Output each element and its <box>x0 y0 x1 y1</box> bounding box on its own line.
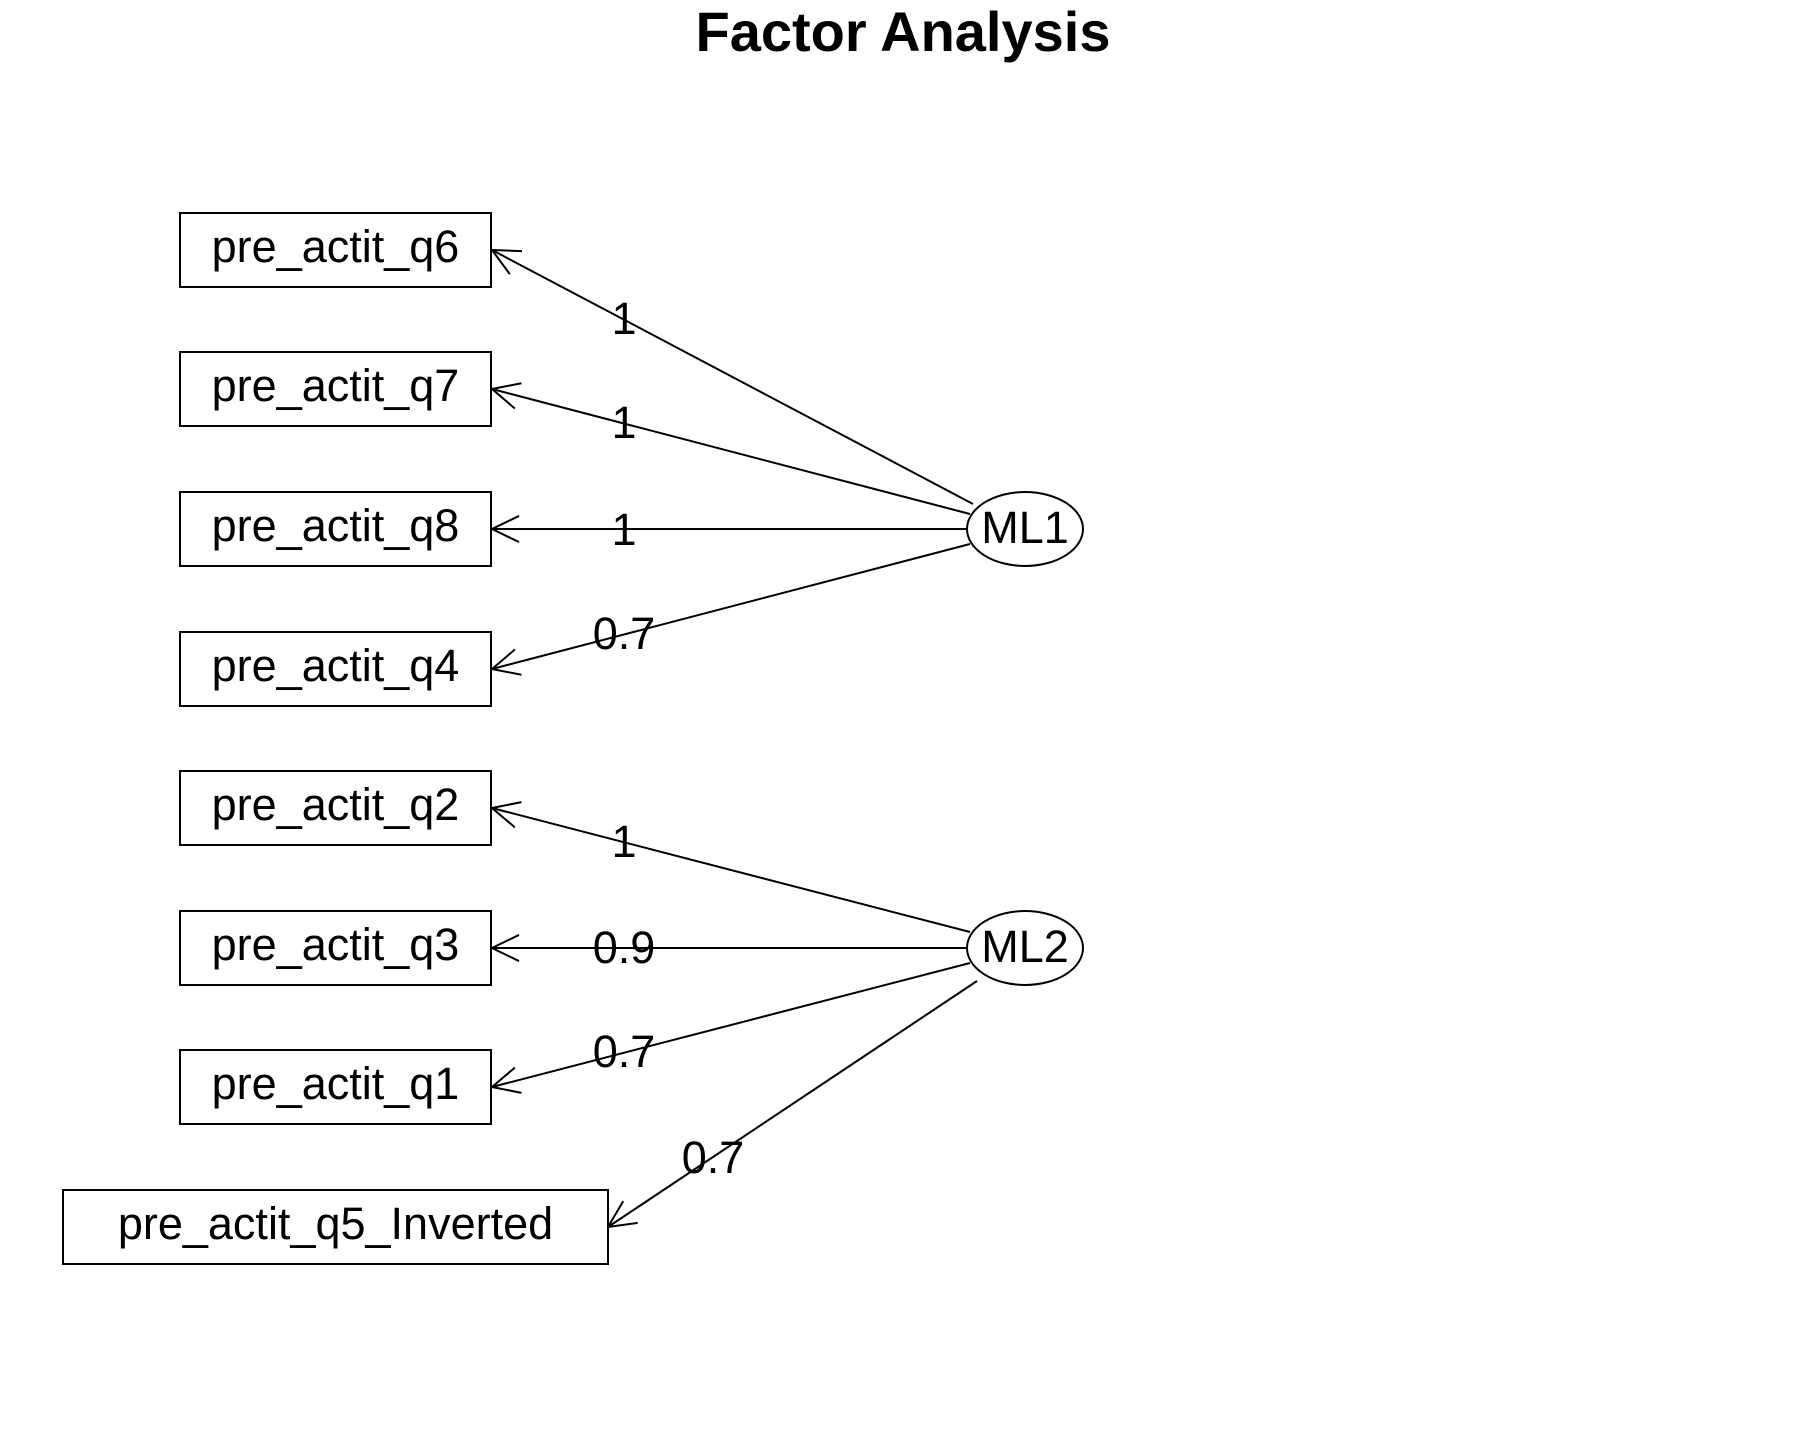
variable-label: pre_actit_q5_Inverted <box>118 1198 553 1249</box>
variable-box-q6: pre_actit_q6 <box>179 212 492 288</box>
loading-path-ml2-q1: 0.7 <box>489 962 971 1094</box>
path-line <box>491 249 974 505</box>
loading-path-ml2-q5: 0.7 <box>606 980 978 1229</box>
loading-label: 0.7 <box>593 608 656 659</box>
factor-node-ml1: ML1 <box>966 491 1084 567</box>
observed-variables: pre_actit_q6 pre_actit_q7 pre_actit_q8 pre_… <box>62 212 609 1265</box>
loading-label: 1 <box>611 397 636 448</box>
variable-box-border <box>62 1189 609 1265</box>
loading-path-ml1-q4: 0.7 <box>489 543 971 676</box>
loading-path-ml1-q8: 1 <box>489 504 967 555</box>
variable-box-q7: pre_actit_q7 <box>179 351 492 427</box>
factor-label: ML1 <box>981 502 1069 553</box>
factor-node-ml2: ML2 <box>966 910 1084 986</box>
factor-label: ML2 <box>981 921 1069 972</box>
variable-box-q8: pre_actit_q8 <box>179 491 492 567</box>
loading-path-ml2-q2: 1 <box>489 801 971 933</box>
variable-box-border <box>179 212 492 288</box>
path-line <box>491 807 971 933</box>
loading-label: 0.7 <box>593 1026 656 1077</box>
variable-label: pre_actit_q7 <box>212 360 460 411</box>
variable-box-q2: pre_actit_q2 <box>179 770 492 846</box>
variable-box-q1: pre_actit_q1 <box>179 1049 492 1125</box>
variable-label: pre_actit_q6 <box>212 221 460 272</box>
loading-label: 0.7 <box>682 1132 745 1183</box>
variable-box-border <box>179 491 492 567</box>
loading-label: 1 <box>611 293 636 344</box>
loading-paths: 1 1 1 0.7 1 0.9 0.7 0.7 <box>489 248 978 1229</box>
variable-label: pre_actit_q3 <box>212 919 460 970</box>
variable-box-border <box>179 631 492 707</box>
loading-label: 1 <box>611 816 636 867</box>
path-line <box>607 980 978 1228</box>
variable-label: pre_actit_q4 <box>212 640 460 691</box>
variable-box-q5: pre_actit_q5_Inverted <box>62 1189 609 1265</box>
factor-ellipse <box>966 491 1084 567</box>
variable-label: pre_actit_q8 <box>212 500 460 551</box>
loading-path-ml1-q7: 1 <box>489 382 971 515</box>
path-line <box>491 962 971 1088</box>
variable-box-border <box>179 351 492 427</box>
loading-label: 1 <box>611 504 636 555</box>
variable-label: pre_actit_q1 <box>212 1058 460 1109</box>
loading-label: 0.9 <box>593 922 656 973</box>
factor-ellipse <box>966 910 1084 986</box>
variable-box-q3: pre_actit_q3 <box>179 910 492 986</box>
diagram-title: Factor Analysis <box>696 0 1111 63</box>
loading-path-ml2-q3: 0.9 <box>489 922 967 973</box>
variable-label: pre_actit_q2 <box>212 779 460 830</box>
variable-box-q4: pre_actit_q4 <box>179 631 492 707</box>
variable-box-border <box>179 1049 492 1125</box>
path-line <box>491 388 971 515</box>
loading-path-ml1-q6: 1 <box>489 248 974 505</box>
arrowhead <box>489 248 523 275</box>
variable-box-border <box>179 910 492 986</box>
variable-box-border <box>179 770 492 846</box>
path-line <box>491 543 971 670</box>
